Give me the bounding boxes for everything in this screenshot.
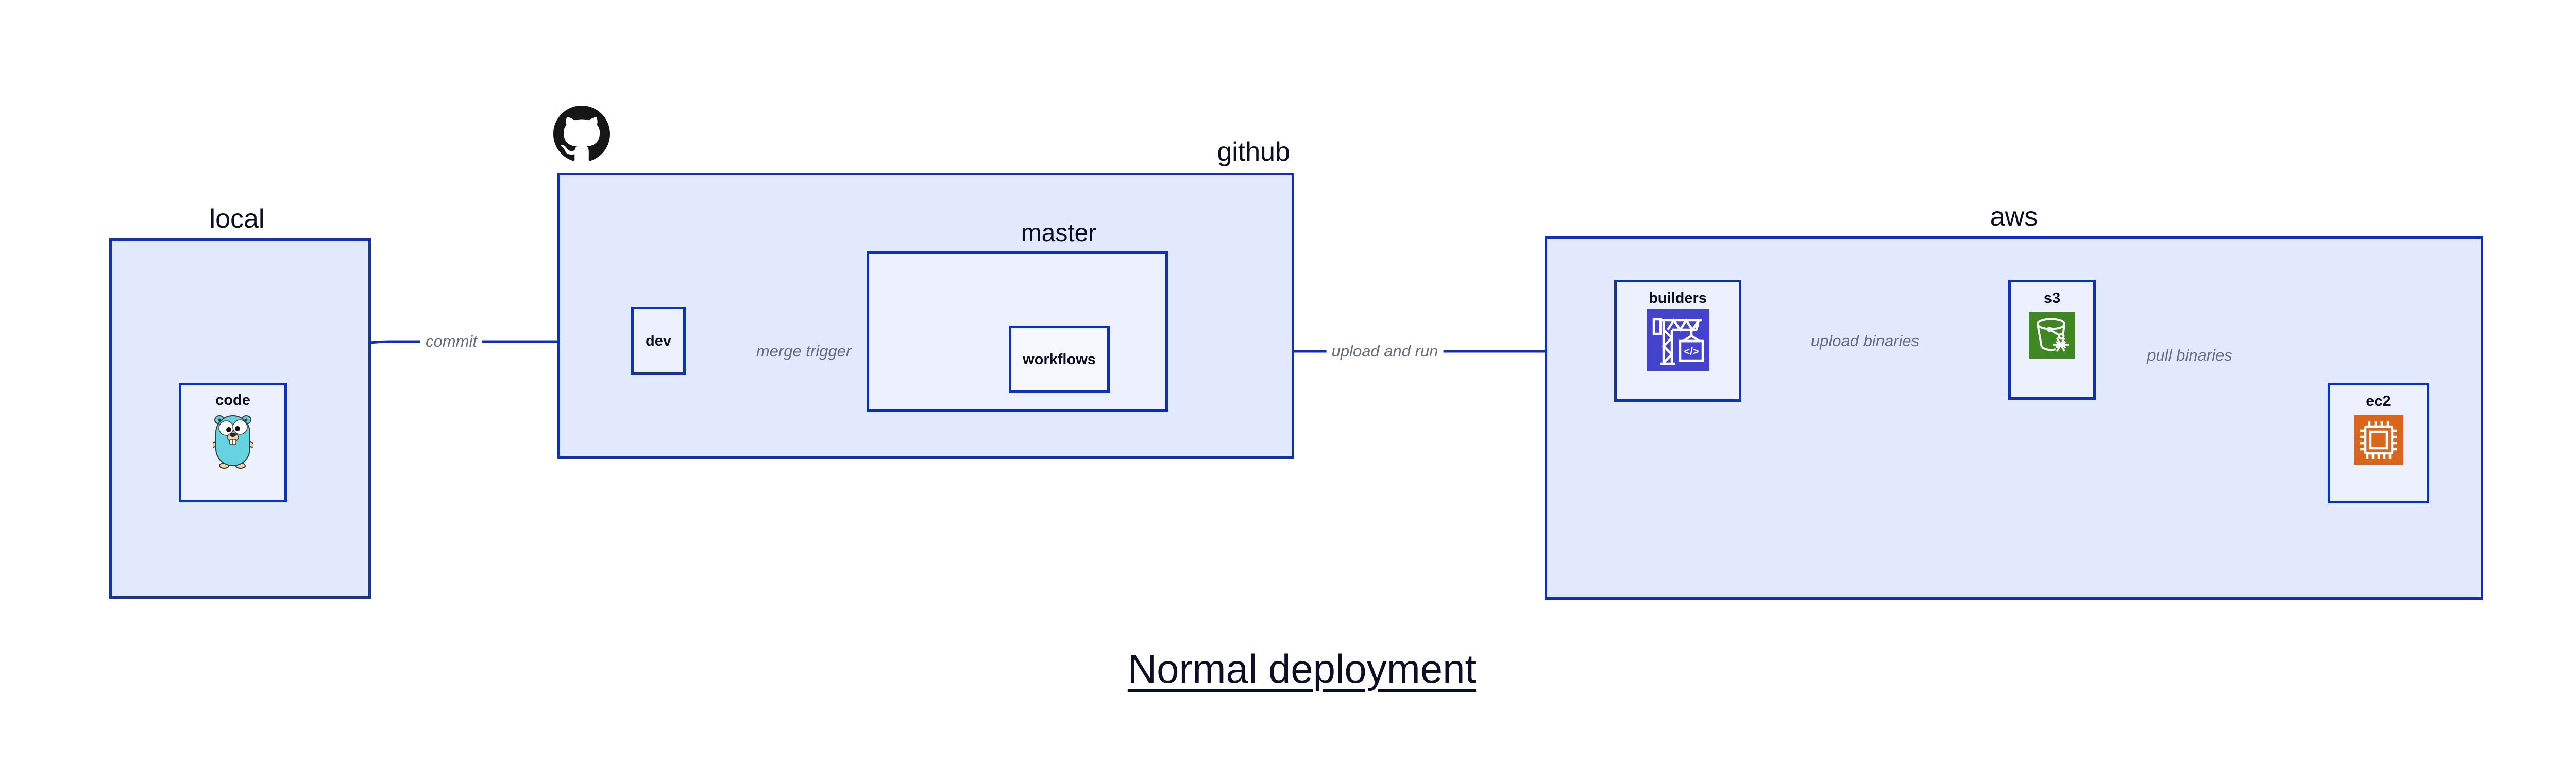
node-workflows: workflows: [1009, 326, 1110, 393]
node-builders-label: builders: [1649, 290, 1707, 307]
container-master-label: master: [1021, 219, 1097, 247]
ec2-chip-icon: [2353, 415, 2403, 465]
node-code: code: [179, 383, 287, 502]
node-ec2-label: ec2: [2366, 393, 2391, 410]
edge-label-upload-binaries: upload binaries: [1805, 331, 1925, 351]
container-github-label: github: [1217, 137, 1290, 167]
edge-label-commit: commit: [420, 331, 482, 352]
node-workflows-label: workflows: [1023, 351, 1096, 368]
node-s3: s3: [2008, 280, 2096, 400]
node-dev-label: dev: [646, 332, 671, 349]
github-octocat-logo-icon: [553, 106, 610, 161]
edge-label-merge-trigger: merge trigger: [751, 341, 857, 362]
edge-label-pull-binaries: pull binaries: [2142, 345, 2238, 366]
svg-text:</>: </>: [1684, 346, 1699, 358]
node-code-label: code: [215, 392, 250, 409]
node-s3-label: s3: [2043, 290, 2061, 307]
page-title: Normal deployment: [1127, 646, 1477, 691]
container-aws-label: aws: [1990, 202, 2038, 232]
container-local-label: local: [209, 204, 265, 234]
edge-label-upload-and-run: upload and run: [1326, 341, 1444, 362]
node-dev: dev: [631, 307, 686, 375]
s3-glacier-bucket-icon: [2029, 312, 2075, 359]
go-gopher-icon: [213, 415, 253, 469]
node-builders: builders </>: [1614, 280, 1741, 402]
node-ec2: ec2: [2328, 383, 2429, 503]
codebuild-crane-icon: </>: [1647, 309, 1709, 371]
